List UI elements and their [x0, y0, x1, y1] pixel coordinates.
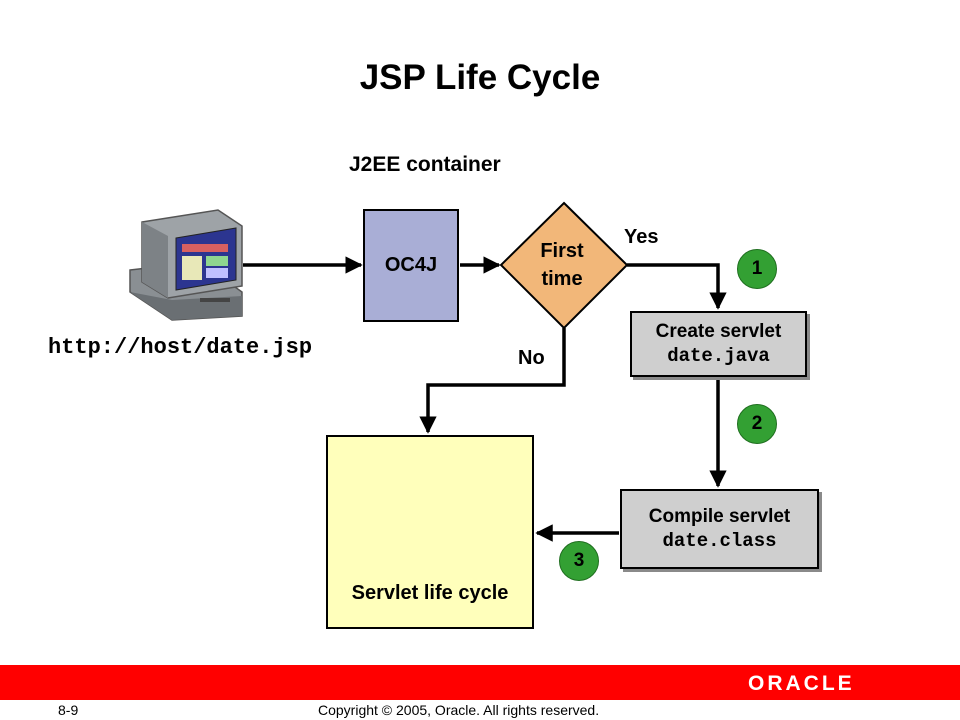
decision-line2: time	[541, 268, 583, 290]
computer-icon	[129, 209, 243, 321]
container-label: J2EE container	[349, 153, 501, 176]
step-badge-3: 3	[559, 541, 599, 581]
compile-servlet-title: Compile servlet	[648, 506, 791, 527]
create-servlet-title: Create servlet	[655, 321, 782, 342]
arrow-no-to-lifecycle	[419, 328, 566, 434]
footer-page-number: 8-9	[58, 702, 79, 718]
oc4j-box: OC4J	[363, 209, 459, 322]
step-badge-2: 2	[737, 404, 777, 444]
oc4j-label: OC4J	[384, 254, 438, 276]
footer-copyright: Copyright © 2005, Oracle. All rights res…	[318, 702, 600, 718]
decision-text: First time	[513, 237, 611, 293]
servlet-lifecycle-box: Servlet life cycle	[326, 435, 534, 629]
page-title: JSP Life Cycle	[359, 58, 601, 97]
no-label: No	[518, 347, 545, 369]
create-servlet-box: Create servlet date.java	[630, 311, 807, 377]
create-servlet-file: date.java	[667, 345, 770, 367]
yes-label: Yes	[624, 226, 659, 248]
decision-line1: First	[540, 240, 584, 262]
client-url: http://host/date.jsp	[48, 335, 313, 360]
arrow-yes-to-create	[627, 263, 727, 310]
servlet-lifecycle-label: Servlet life cycle	[351, 582, 509, 604]
compile-servlet-file: date.class	[662, 530, 777, 552]
step-badge-1: 1	[737, 249, 777, 289]
oracle-logo: ORACLE	[748, 672, 855, 695]
compile-servlet-box: Compile servlet date.class	[620, 489, 819, 569]
footer-bar	[0, 665, 960, 700]
